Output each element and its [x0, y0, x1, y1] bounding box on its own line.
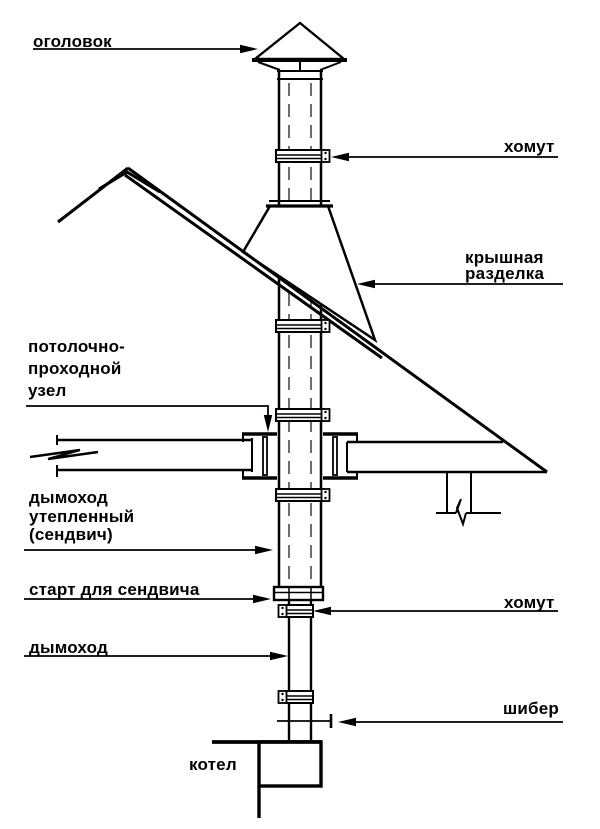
label-insulated-chimney-line1: дымоход	[29, 488, 109, 507]
label-damper: шибер	[503, 699, 559, 718]
label-ceiling-unit: потолочно- проходной узел	[28, 336, 125, 402]
damper-gate	[277, 714, 333, 728]
pipe-clamp-1	[275, 149, 331, 163]
single-wall-pipe	[287, 600, 313, 742]
label-roof-flashing-line1: крышная	[465, 248, 544, 267]
label-insulated-chimney: дымоход утепленный (сендвич)	[29, 488, 135, 545]
label-ceiling-unit-line3: узел	[28, 381, 67, 400]
label-insulated-chimney-line3: (сендвич)	[29, 525, 113, 544]
sandwich-start-adapter	[272, 585, 325, 602]
roof-flashing-cone	[241, 200, 378, 344]
label-ceiling-unit-line1: потолочно-	[28, 337, 126, 356]
leader-roof-flashing	[357, 279, 563, 289]
label-sandwich-start: старт для сендвича	[29, 580, 200, 599]
ceiling-slab-right	[346, 440, 547, 528]
thin-pipe-clamp-2	[277, 690, 314, 704]
label-roof-flashing: крышная разделка	[465, 248, 545, 283]
leader-chimney	[24, 651, 288, 661]
leader-cap	[33, 44, 258, 54]
pipe-clamp-2	[275, 319, 331, 333]
leader-clamp-top	[331, 152, 558, 162]
label-ceiling-unit-line2: проходной	[28, 359, 122, 378]
chimney-cap	[251, 21, 348, 71]
ceiling-pass-through-unit	[242, 432, 358, 480]
inner-pipe-dashed-lines	[288, 83, 312, 587]
label-cap: оголовок	[33, 32, 112, 51]
leader-sandwich-start	[24, 594, 271, 604]
label-roof-flashing-line2: разделка	[465, 264, 545, 283]
roof	[57, 166, 548, 474]
leader-damper	[338, 717, 563, 727]
pipe-top-rim	[277, 70, 323, 80]
leader-ceiling-unit	[26, 405, 273, 432]
pipe-clamp-3	[275, 408, 331, 422]
boiler-drawing	[212, 740, 323, 818]
label-clamp-bottom: хомут	[504, 593, 555, 612]
ceiling-slab-left	[29, 435, 253, 477]
label-boiler: котел	[189, 755, 237, 774]
label-insulated-chimney-line2: утепленный	[29, 506, 135, 526]
thin-pipe-clamp-1	[277, 604, 314, 618]
leader-insulated-chimney	[24, 545, 273, 555]
leader-clamp-bottom	[313, 606, 558, 616]
pipe-clamp-4	[275, 488, 331, 502]
label-chimney: дымоход	[29, 638, 109, 657]
label-clamp-top: хомут	[504, 137, 555, 156]
